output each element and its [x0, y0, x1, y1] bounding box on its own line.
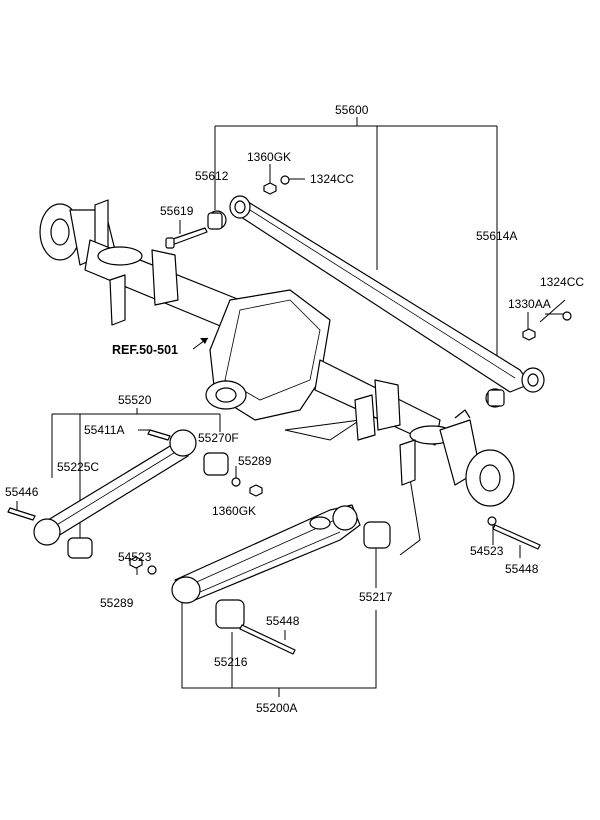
label-ref: REF.50-501	[112, 343, 178, 357]
label-54523-left: 54523	[118, 550, 152, 564]
leader-lines	[16, 117, 566, 697]
axle-housing	[39, 199, 515, 507]
label-1360GK-mid: 1360GK	[212, 504, 256, 518]
bushings	[207, 210, 505, 408]
label-55270F: 55270F	[198, 431, 239, 445]
label-55448-low: 55448	[266, 614, 300, 628]
label-55520: 55520	[118, 393, 152, 407]
label-55225C: 55225C	[57, 460, 99, 474]
label-55600: 55600	[335, 103, 369, 117]
nuts-top	[263, 175, 572, 341]
part-labels: 55600 55612 1360GK 1324CC 55619 55614A 1…	[5, 103, 584, 715]
label-55448-right: 55448	[505, 562, 539, 576]
label-54523-right: 54523	[470, 544, 504, 558]
trailing-arm	[7, 429, 263, 559]
label-55217: 55217	[359, 590, 393, 604]
label-55200A: 55200A	[256, 701, 297, 715]
label-55614A: 55614A	[476, 229, 517, 243]
label-1360GK-top: 1360GK	[247, 150, 291, 164]
lower-arm	[129, 504, 541, 655]
label-55446: 55446	[5, 485, 39, 499]
label-55289-mid: 55289	[238, 454, 272, 468]
label-55216: 55216	[214, 655, 248, 669]
label-55612: 55612	[195, 169, 229, 183]
label-55619: 55619	[160, 204, 194, 218]
ref-arrow-icon	[200, 338, 208, 344]
label-55411A: 55411A	[84, 423, 124, 437]
lateral-rod	[229, 195, 545, 393]
label-1324CC-right: 1324CC	[540, 275, 584, 289]
label-55289-left: 55289	[100, 596, 134, 610]
bolt-55619	[165, 227, 208, 249]
label-1330AA: 1330AA	[508, 297, 551, 311]
label-1324CC-top: 1324CC	[310, 172, 354, 186]
